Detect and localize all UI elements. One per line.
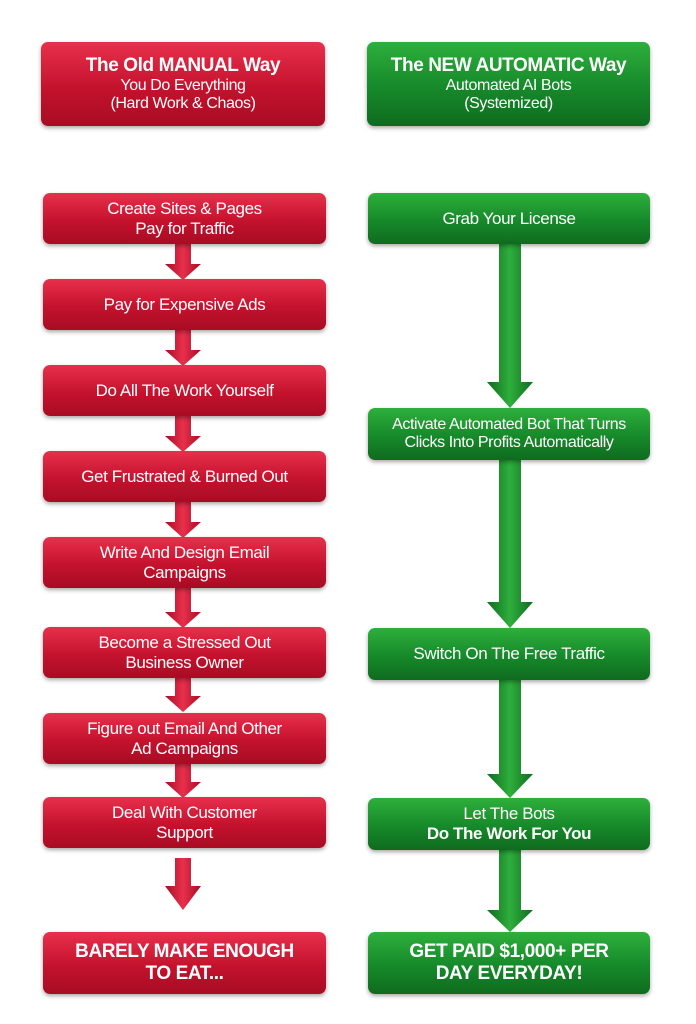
- old-way-note: (Hard Work & Chaos): [110, 94, 256, 112]
- new-way-subtitle: Automated AI Bots: [445, 76, 572, 94]
- old-step-1-line2: Pay for Traffic: [135, 218, 234, 238]
- new-step-4-line2: Do The Work For You: [426, 824, 592, 843]
- new-way-title: The NEW AUTOMATIC Way: [390, 54, 627, 76]
- new-step-1: Grab Your License: [368, 193, 650, 244]
- old-step-8-line1: Deal With Customer: [112, 802, 257, 822]
- old-result-line2: TO EAT...: [145, 963, 224, 984]
- new-step-2-line1: Activate Automated Bot That Turns: [392, 415, 626, 433]
- old-step-3: Do All The Work Yourself: [43, 365, 326, 416]
- old-step-8-line2: Support: [156, 822, 213, 842]
- green-arrow-3: [487, 680, 533, 798]
- new-result-line2: DAY EVERYDAY!: [435, 963, 583, 984]
- old-step-1: Create Sites & Pages Pay for Traffic: [43, 193, 326, 244]
- old-step-8: Deal With Customer Support: [43, 797, 326, 848]
- old-way-result: BARELY MAKE ENOUGH TO EAT...: [43, 932, 326, 994]
- old-step-6-line1: Become a Stressed Out: [98, 632, 271, 652]
- old-way-subtitle: You Do Everything: [120, 76, 246, 94]
- old-step-2-line1: Pay for Expensive Ads: [103, 294, 266, 314]
- old-step-7-line1: Figure out Email And Other: [87, 718, 282, 738]
- new-result-line1: GET PAID $1,000+ PER: [409, 941, 609, 963]
- green-arrow-4: [487, 850, 533, 932]
- new-step-1-line1: Grab Your License: [442, 208, 576, 228]
- red-arrow-3: [165, 416, 201, 452]
- old-step-5-line1: Write And Design Email: [99, 542, 270, 562]
- old-step-6: Become a Stressed Out Business Owner: [43, 627, 326, 678]
- old-step-1-line1: Create Sites & Pages: [107, 198, 262, 218]
- old-step-7: Figure out Email And Other Ad Campaigns: [43, 713, 326, 764]
- green-arrow-2: [487, 460, 533, 628]
- red-arrow-5: [165, 588, 201, 628]
- green-arrow-1: [487, 244, 533, 408]
- old-way-title: The Old MANUAL Way: [85, 54, 281, 76]
- new-step-3: Switch On The Free Traffic: [368, 628, 650, 680]
- old-step-7-line2: Ad Campaigns: [131, 738, 238, 758]
- new-way-result: GET PAID $1,000+ PER DAY EVERYDAY!: [368, 932, 650, 994]
- red-arrow-2: [165, 330, 201, 366]
- old-result-line1: BARELY MAKE ENOUGH: [75, 941, 294, 963]
- red-arrow-6: [165, 678, 201, 712]
- new-step-2: Activate Automated Bot That Turns Clicks…: [368, 408, 650, 460]
- red-arrow-8: [165, 858, 201, 910]
- red-arrow-1: [165, 244, 201, 280]
- old-step-3-line1: Do All The Work Yourself: [95, 380, 274, 400]
- new-way-note: (Systemized): [464, 94, 553, 112]
- old-step-5-line2: Campaigns: [143, 562, 226, 582]
- new-step-3-line1: Switch On The Free Traffic: [413, 644, 605, 664]
- old-step-4: Get Frustrated & Burned Out: [43, 451, 326, 502]
- new-step-4: Let The Bots Do The Work For You: [368, 798, 650, 850]
- new-step-4-line1: Let The Bots: [463, 804, 555, 824]
- new-step-2-line2: Clicks Into Profits Automatically: [404, 434, 614, 451]
- old-step-2: Pay for Expensive Ads: [43, 279, 326, 330]
- old-way-header: The Old MANUAL Way You Do Everything (Ha…: [41, 42, 325, 126]
- old-step-4-line1: Get Frustrated & Burned Out: [81, 466, 288, 486]
- old-step-6-line2: Business Owner: [125, 652, 244, 672]
- red-arrow-4: [165, 502, 201, 538]
- old-step-5: Write And Design Email Campaigns: [43, 537, 326, 588]
- red-arrow-7: [165, 764, 201, 798]
- new-way-header: The NEW AUTOMATIC Way Automated AI Bots …: [367, 42, 650, 126]
